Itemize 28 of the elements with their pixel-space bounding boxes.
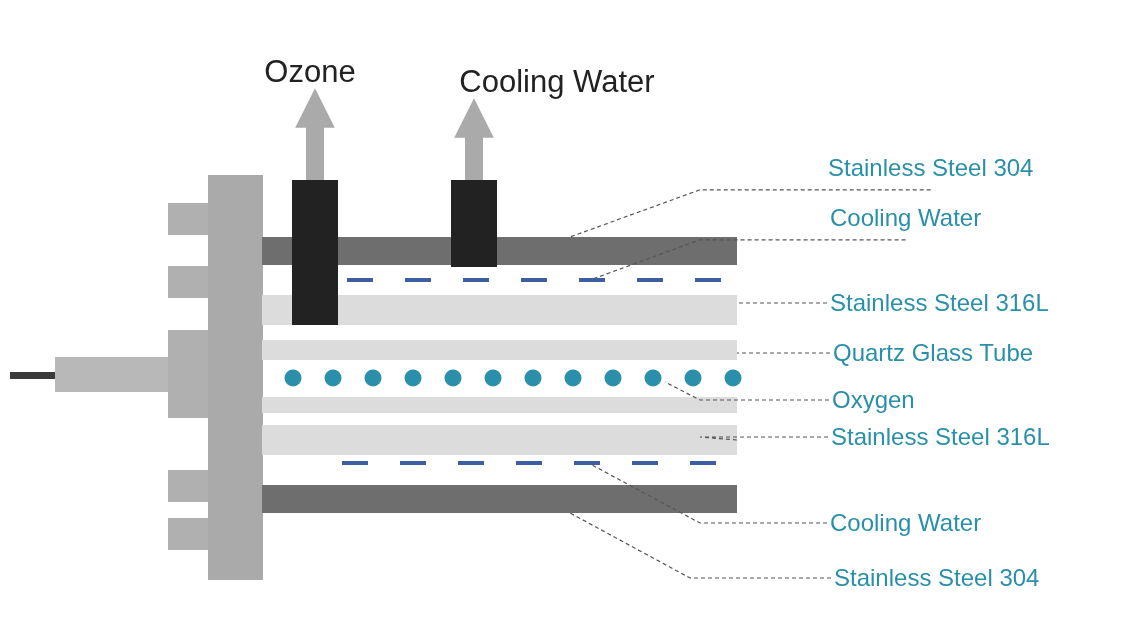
outlet-pipe <box>451 180 497 267</box>
oxygen-bubbles <box>284 369 742 387</box>
cooling-water-layer <box>347 278 721 282</box>
part-label: Stainless Steel 316L <box>831 423 1050 451</box>
outer-steel-tube <box>262 485 737 513</box>
leader-line <box>736 352 831 354</box>
leader-line <box>569 189 932 238</box>
part-label: Quartz Glass Tube <box>833 339 1034 367</box>
part-label: Stainless Steel 304 <box>828 154 1034 182</box>
inner-steel-tube <box>262 295 737 325</box>
outlet-label: Cooling Water <box>459 64 655 100</box>
outflow-arrow <box>295 88 335 180</box>
outflow-arrow <box>454 98 494 180</box>
part-label: Stainless Steel 316L <box>830 289 1049 317</box>
cooling-water-layer <box>342 461 716 465</box>
leader-line <box>589 239 907 281</box>
part-label: Stainless Steel 304 <box>834 564 1040 592</box>
part-label: Cooling Water <box>830 509 982 537</box>
outlet-label: Ozone <box>264 54 356 90</box>
outlet-pipe <box>292 180 338 325</box>
part-label: Cooling Water <box>830 204 982 232</box>
inner-steel-tube <box>262 425 737 455</box>
leader-line <box>736 302 828 304</box>
leader-line <box>569 512 832 579</box>
leader-line <box>699 436 829 441</box>
quartz-tube-wall <box>262 340 737 360</box>
leader-line <box>591 464 828 524</box>
part-label: Oxygen <box>832 386 915 414</box>
